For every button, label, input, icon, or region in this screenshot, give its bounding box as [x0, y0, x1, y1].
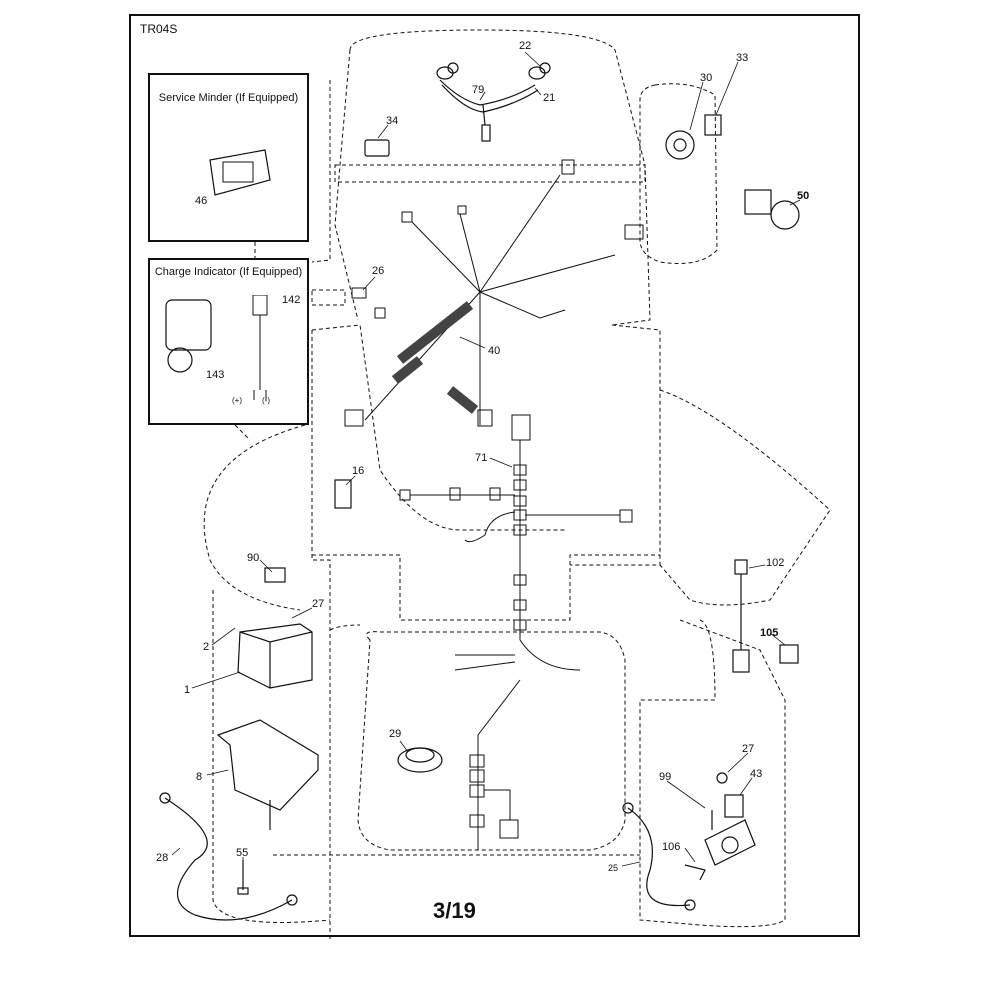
part-28-label: 28	[156, 852, 169, 864]
charge-indicator-inset: Charge Indicator (If Equipped) 142 143 (…	[148, 258, 309, 425]
part-34-label: 34	[386, 115, 399, 127]
part-33-label: 33	[736, 52, 749, 64]
part-8-label: 8	[196, 771, 203, 783]
part-27-lower-label: 27	[742, 743, 755, 755]
charge-indicator-title: Charge Indicator (If Equipped)	[154, 266, 303, 278]
part-2-label: 2	[203, 641, 210, 653]
service-minder-inset: Service Minder (If Equipped) 46	[148, 73, 309, 242]
part-26-label: 26	[372, 265, 385, 277]
part-142-label: 142	[282, 294, 301, 306]
part-90-label: 90	[247, 552, 260, 564]
leader-lines	[171, 51, 801, 867]
service-minder-gauge-icon	[209, 149, 271, 196]
lower-harness	[399, 414, 633, 850]
part-46-label: 46	[195, 195, 208, 207]
part-102-label: 102	[766, 557, 785, 569]
part-29-label: 29	[389, 728, 402, 740]
part-16-label: 16	[352, 465, 365, 477]
positive-terminal-label: (+)	[232, 396, 242, 405]
diagram-code: TR04S	[140, 22, 178, 36]
main-harness	[344, 159, 644, 427]
part-55-label: 55	[236, 847, 249, 859]
part-105-label: 105	[760, 627, 779, 639]
charge-indicator-gauge-icon	[165, 295, 268, 400]
part-50-label: 50	[797, 190, 810, 202]
part-1-label: 1	[184, 684, 191, 696]
part-27-label: 27	[312, 598, 325, 610]
part-30-label: 30	[700, 72, 713, 84]
part-79-label: 79	[472, 84, 485, 96]
negative-terminal-label: (-)	[262, 396, 270, 405]
page-number: 3/19	[433, 898, 476, 923]
part-25-label: 25	[608, 863, 619, 873]
part-71-label: 71	[475, 452, 488, 464]
part-21-label: 21	[543, 92, 556, 104]
part-143-label: 143	[206, 369, 225, 381]
part-106-label: 106	[662, 841, 681, 853]
part-40-label: 40	[488, 345, 501, 357]
headlight-harness	[436, 62, 551, 142]
service-minder-title: Service Minder (If Equipped)	[158, 92, 299, 104]
part-43-label: 43	[750, 768, 763, 780]
part-99-label: 99	[659, 771, 672, 783]
part-22-label: 22	[519, 40, 532, 52]
diagram-frame	[129, 14, 860, 937]
components	[159, 114, 800, 921]
